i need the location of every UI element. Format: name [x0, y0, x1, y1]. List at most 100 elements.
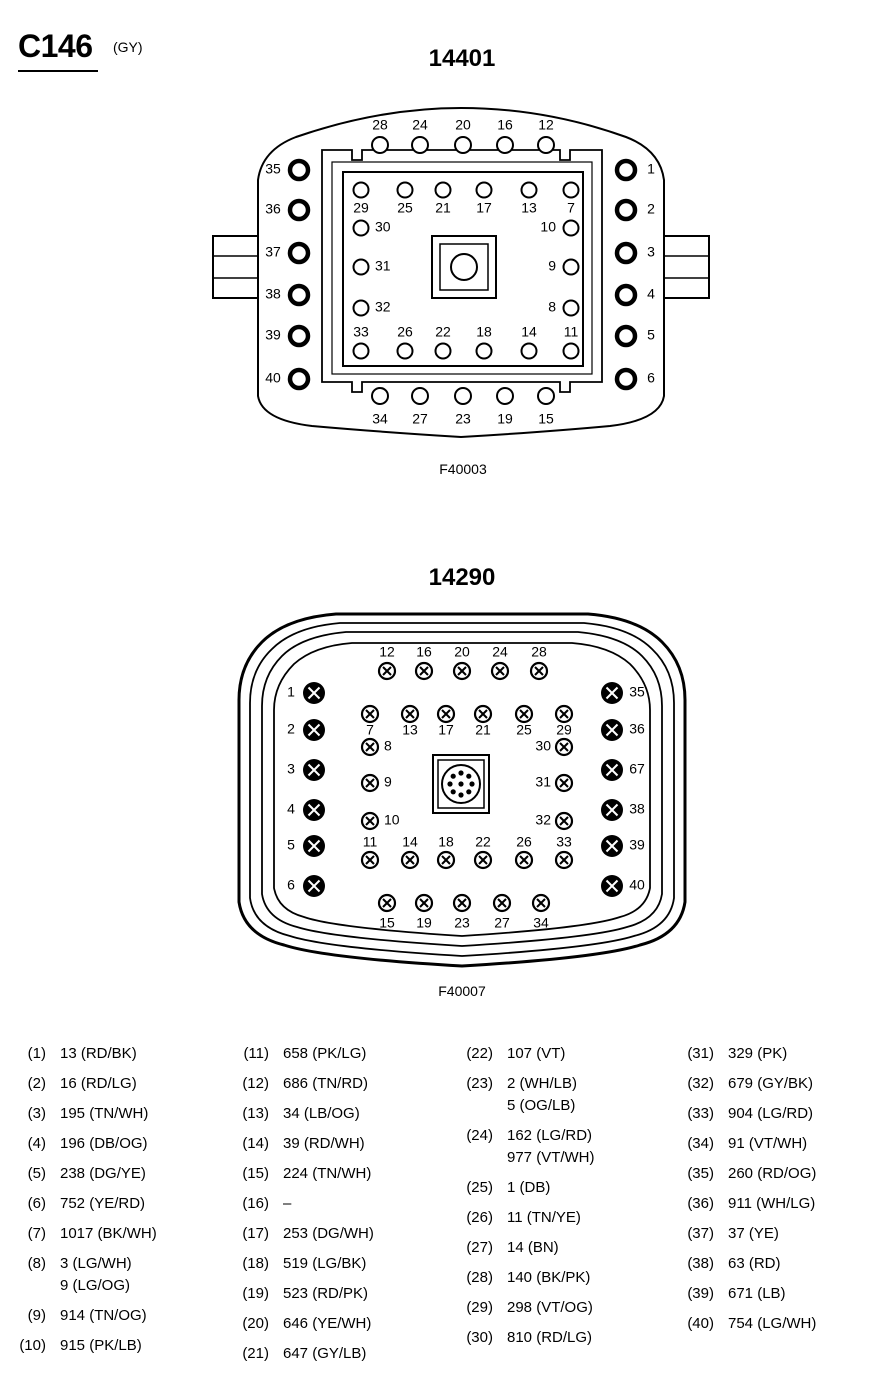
jack-contact	[466, 773, 472, 779]
pin-cavity-small	[554, 773, 574, 793]
legend-circuit: 914 (TN/OG)	[60, 1305, 147, 1327]
pin-number-label: 23	[455, 411, 471, 427]
legend-pin-number: (12)	[242, 1075, 269, 1092]
circuit-wire-color: 298 (VT/OG)	[507, 1299, 593, 1316]
pin-cavity-small	[436, 704, 456, 724]
pin-number-label: 25	[397, 200, 413, 216]
pin-number-label: 31	[375, 258, 391, 274]
legend-pin-number: (34)	[687, 1135, 714, 1152]
legend-row: (12)686 (TN/RD)	[233, 1073, 443, 1095]
pin-number-label: 11	[564, 324, 579, 340]
legend-circuit: 253 (DG/WH)	[283, 1223, 374, 1245]
pin-number-label: 9	[548, 258, 556, 274]
pin-cavity-open	[562, 258, 580, 276]
legend-circuit: 658 (PK/LG)	[283, 1043, 366, 1065]
circuit-wire-color: 253 (DG/WH)	[283, 1225, 374, 1242]
legend-circuit: 519 (LG/BK)	[283, 1253, 366, 1275]
legend-row: (24)162 (LG/RD)977 (VT/WH)	[457, 1125, 667, 1169]
pin-cavity-open	[411, 136, 429, 154]
center-jack-inner	[437, 759, 485, 809]
circuit-wire-color: 915 (PK/LB)	[60, 1337, 142, 1354]
pin-number-label: 36	[629, 721, 645, 737]
circuit-wire-color: 162 (LG/RD)	[507, 1127, 593, 1144]
circuit-wire-color: 329 (PK)	[728, 1045, 788, 1062]
pin-number-label: 6	[287, 877, 295, 893]
legend-circuit: 1017 (BK/WH)	[60, 1223, 157, 1245]
pin-number-label: 30	[375, 219, 391, 235]
connector-a-figure-code: F40003	[439, 461, 487, 477]
connector-housing-outline	[257, 106, 665, 439]
legend-pin-number: (32)	[687, 1075, 714, 1092]
pin-number-label: 3	[647, 244, 655, 260]
circuit-wire-color: 14 (BN)	[507, 1239, 559, 1256]
pin-cavity-large	[601, 719, 623, 741]
pin-number-label: 16	[416, 644, 432, 660]
legend-pin-number: (29)	[466, 1299, 493, 1316]
pin-cavity-large	[287, 198, 311, 222]
pin-number-label: 5	[287, 837, 295, 853]
legend-row: (19)523 (RD/PK)	[233, 1283, 443, 1305]
legend-circuit: 647 (GY/LB)	[283, 1343, 366, 1365]
legend-pin-number: (8)	[27, 1255, 46, 1272]
pin-cavity-large	[303, 875, 325, 897]
legend-circuit: 107 (VT)	[507, 1043, 565, 1065]
pin-cavity-open	[562, 342, 580, 360]
pin-number-label: 26	[516, 834, 532, 850]
pin-cavity-small	[554, 704, 574, 724]
legend-circuit: 13 (RD/BK)	[60, 1043, 137, 1065]
circuit-wire-color: 34 (LB/OG)	[283, 1105, 360, 1122]
pin-number-label: 39	[629, 837, 645, 853]
legend-row: (32)679 (GY/BK)	[678, 1073, 888, 1095]
circuit-wire-color: 904 (LG/RD)	[728, 1105, 814, 1122]
legend-circuit: 1 (DB)	[507, 1177, 550, 1199]
pin-number-label: 17	[476, 200, 492, 216]
jack-contact	[458, 781, 464, 787]
circuit-wire-color: 914 (TN/OG)	[60, 1307, 147, 1324]
pin-number-label: 15	[538, 411, 554, 427]
pin-cavity-open	[496, 387, 514, 405]
pin-number-label: 5	[647, 327, 655, 343]
center-jack-socket	[441, 764, 481, 804]
legend-row: (18)519 (LG/BK)	[233, 1253, 443, 1275]
pin-cavity-small	[360, 811, 380, 831]
inner-shroud-outline	[321, 149, 603, 393]
pin-cavity-small	[400, 850, 420, 870]
pin-number-label: 24	[412, 117, 428, 133]
legend-pin-number: (21)	[242, 1345, 269, 1362]
pin-cavity-large	[287, 241, 311, 265]
pin-number-label: 12	[538, 117, 554, 133]
legend-circuit: 260 (RD/OG)	[728, 1163, 816, 1185]
legend-pin-number: (19)	[242, 1285, 269, 1302]
circuit-wire-color: 196 (DB/OG)	[60, 1135, 148, 1152]
pin-cavity-large	[287, 158, 311, 182]
jack-contact	[469, 781, 475, 787]
pin-cavity-small	[514, 850, 534, 870]
pin-cavity-open	[396, 181, 414, 199]
pin-number-label: 3	[287, 761, 295, 777]
pin-number-label: 32	[375, 299, 391, 315]
circuit-wire-color: 63 (RD)	[728, 1255, 781, 1272]
legend-pin-number: (25)	[466, 1179, 493, 1196]
legend-row: (5)238 (DG/YE)	[10, 1163, 220, 1185]
connector-housing-outline	[237, 612, 687, 968]
pin-cavity-large	[601, 835, 623, 857]
pin-number-label: 40	[629, 877, 645, 893]
pin-number-label: 67	[629, 761, 645, 777]
legend-pin-number: (15)	[242, 1165, 269, 1182]
pin-cavity-large	[303, 799, 325, 821]
pin-cavity-small	[452, 661, 472, 681]
pin-cavity-large	[614, 241, 638, 265]
pin-cavity-small	[360, 850, 380, 870]
legend-row: (40)754 (LG/WH)	[678, 1313, 888, 1335]
legend-row: (37)37 (YE)	[678, 1223, 888, 1245]
legend-row: (3)195 (TN/WH)	[10, 1103, 220, 1125]
pin-cavity-open	[434, 342, 452, 360]
legend-row: (9)914 (TN/OG)	[10, 1305, 220, 1327]
pin-number-label: 27	[494, 915, 510, 931]
circuit-wire-color: 810 (RD/LG)	[507, 1329, 593, 1346]
pin-cavity-small	[360, 773, 380, 793]
legend-row: (33)904 (LG/RD)	[678, 1103, 888, 1125]
pin-number-label: 36	[265, 201, 281, 217]
pin-number-label: 6	[647, 370, 655, 386]
pin-cavity-open	[475, 181, 493, 199]
